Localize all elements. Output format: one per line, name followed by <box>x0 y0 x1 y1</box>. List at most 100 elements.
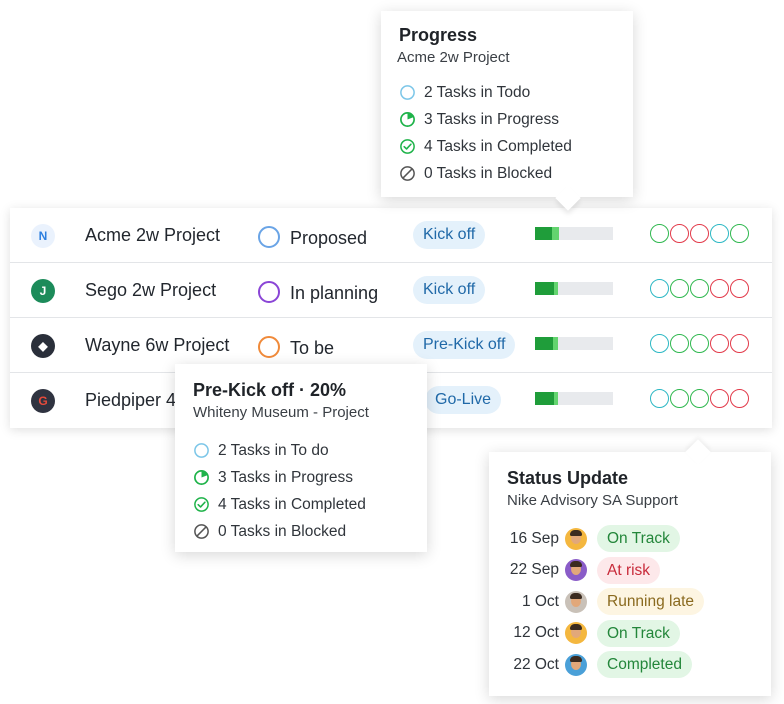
update-date: 22 Sep <box>509 561 559 579</box>
piedpiper-logo-icon: G <box>31 389 55 413</box>
project-status[interactable]: To be <box>290 338 335 358</box>
status-update-item: 22 Oct Completed <box>507 649 753 681</box>
task-summary-label: 3 Tasks in Progress <box>218 468 353 486</box>
health-dot-green[interactable] <box>670 279 689 298</box>
task-summary-label: 4 Tasks in Completed <box>424 137 572 155</box>
popover-title: Pre-Kick off · 20% <box>193 380 347 400</box>
health-dot-red[interactable] <box>730 389 749 408</box>
health-dot-teal[interactable] <box>650 389 669 408</box>
avatar-face <box>571 657 581 670</box>
progress-bar-fill-partial <box>552 227 560 240</box>
progress-bar[interactable] <box>535 282 613 295</box>
task-summary-label: 2 Tasks in Todo <box>424 83 531 101</box>
health-dot-green[interactable] <box>690 389 709 408</box>
health-dot-red[interactable] <box>730 334 749 353</box>
health-dot-red[interactable] <box>710 279 729 298</box>
check-circle-icon <box>400 139 415 154</box>
avatar[interactable] <box>565 653 587 676</box>
status-pill[interactable]: On Track <box>597 619 680 647</box>
popover-subtitle: Nike Advisory SA Support <box>507 492 678 509</box>
health-dot-red[interactable] <box>690 224 709 243</box>
update-date: 22 Oct <box>513 655 559 673</box>
status-pill[interactable]: On Track <box>597 525 680 553</box>
health-dot-teal[interactable] <box>710 224 729 243</box>
project-status[interactable]: In planning <box>290 283 379 303</box>
task-summary-item: 2 Tasks in Todo <box>399 79 615 106</box>
task-summary-label: 4 Tasks in Completed <box>218 495 366 513</box>
project-name[interactable]: Piedpiper 4 <box>85 390 177 410</box>
project-name[interactable]: Acme 2w Project <box>85 225 221 245</box>
health-dot-green[interactable] <box>690 334 709 353</box>
update-date: 12 Oct <box>513 624 559 642</box>
health-dots[interactable] <box>650 334 749 353</box>
acme-logo-icon: N <box>31 224 55 248</box>
health-dot-teal[interactable] <box>650 279 669 298</box>
avatar[interactable] <box>565 527 587 550</box>
phase-badge[interactable]: Pre-Kick off <box>413 331 516 359</box>
health-dot-green[interactable] <box>670 389 689 408</box>
wayne-logo-icon: ◆ <box>31 334 55 358</box>
update-date: 16 Sep <box>509 529 559 547</box>
sego-logo-icon: J <box>31 279 55 303</box>
health-dot-green[interactable] <box>690 279 709 298</box>
health-dot-red[interactable] <box>710 334 729 353</box>
task-summary-label: 3 Tasks in Progress <box>424 110 559 128</box>
progress-bar-fill-partial <box>552 337 559 350</box>
avatar-hair <box>570 529 582 536</box>
task-summary-list: 2 Tasks in Todo 3 Tasks in Progress 4 Ta… <box>399 79 615 187</box>
status-update-item: 12 Oct On Track <box>507 618 753 650</box>
progress-bar[interactable] <box>535 392 613 405</box>
project-row[interactable]: ◆ Wayne 6w Project To be Pre-Kick off <box>10 318 772 373</box>
task-summary-list: 2 Tasks in To do 3 Tasks in Progress 4 T… <box>193 437 409 545</box>
popover-subtitle: Whiteny Museum - Project <box>193 404 369 421</box>
health-dot-green[interactable] <box>650 224 669 243</box>
health-dots[interactable] <box>650 279 749 298</box>
health-dot-green[interactable] <box>670 334 689 353</box>
progress-circle-icon <box>400 112 415 127</box>
status-ring-icon <box>258 226 280 248</box>
progress-bar[interactable] <box>535 227 613 240</box>
health-dot-red[interactable] <box>670 224 689 243</box>
project-name[interactable]: Wayne 6w Project <box>85 335 230 355</box>
project-row[interactable]: N Acme 2w Project Proposed Kick off <box>10 208 772 263</box>
phase-badge[interactable]: Go-Live <box>425 386 502 414</box>
status-pill[interactable]: At risk <box>597 556 661 584</box>
progress-bar-fill <box>535 227 553 240</box>
popover-title: Status Update <box>507 468 629 488</box>
task-summary-label: 0 Tasks in Blocked <box>424 164 553 182</box>
health-dot-green[interactable] <box>730 224 749 243</box>
health-dots[interactable] <box>650 389 749 408</box>
circle-outline-icon <box>194 443 209 458</box>
task-summary-item: 2 Tasks in To do <box>193 437 409 464</box>
progress-bar[interactable] <box>535 337 613 350</box>
popover-title: Progress <box>399 25 478 45</box>
avatar-face <box>571 626 581 639</box>
avatar-hair <box>570 561 582 568</box>
avatar-face <box>571 594 581 607</box>
health-dot-red[interactable] <box>710 389 729 408</box>
project-row[interactable]: J Sego 2w Project In planning Kick off <box>10 263 772 318</box>
task-summary-label: 0 Tasks in Blocked <box>218 522 347 540</box>
status-update-item: 16 Sep On Track <box>507 523 753 555</box>
project-row[interactable]: G Piedpiper 4 Go-Live <box>10 373 772 428</box>
status-update-item: 22 Sep At risk <box>507 555 753 587</box>
status-pill[interactable]: Running late <box>597 588 705 616</box>
phase-badge[interactable]: Kick off <box>413 221 486 249</box>
avatar[interactable] <box>565 622 587 645</box>
health-dot-teal[interactable] <box>650 334 669 353</box>
health-dots[interactable] <box>650 224 749 243</box>
progress-bar-fill-partial <box>553 282 559 295</box>
check-circle-icon <box>194 497 209 512</box>
status-pill[interactable]: Completed <box>597 651 692 679</box>
task-summary-label: 2 Tasks in To do <box>218 441 329 459</box>
health-dot-red[interactable] <box>730 279 749 298</box>
avatar[interactable] <box>565 590 587 613</box>
progress-bar-fill <box>535 337 553 350</box>
project-name[interactable]: Sego 2w Project <box>85 280 217 300</box>
project-status[interactable]: Proposed <box>290 228 368 248</box>
phase-badge[interactable]: Kick off <box>413 276 486 304</box>
blocked-circle-icon <box>400 166 415 181</box>
task-summary-item: 4 Tasks in Completed <box>193 491 409 518</box>
avatar[interactable] <box>565 559 587 582</box>
